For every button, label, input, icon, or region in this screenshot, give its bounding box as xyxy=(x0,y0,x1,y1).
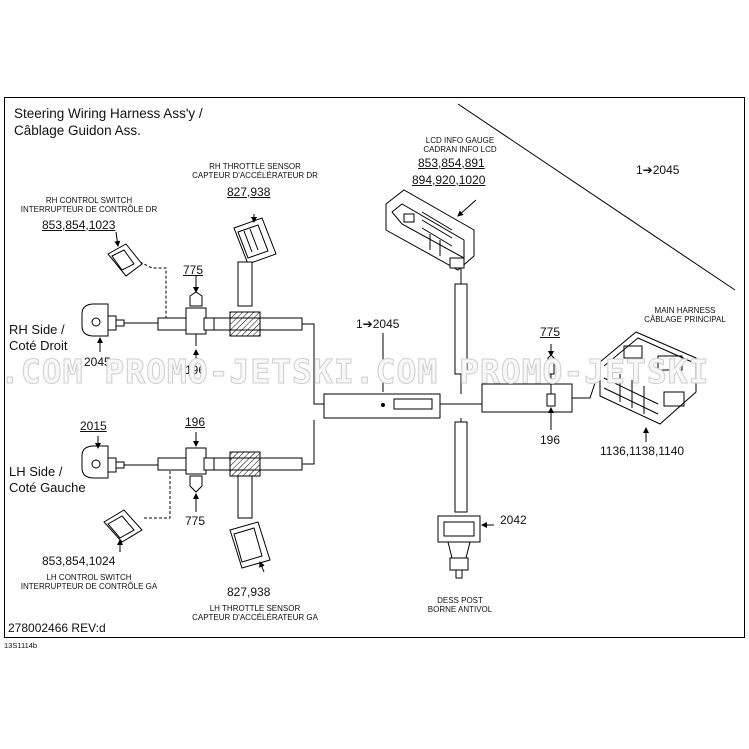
lcd-gauge-cable xyxy=(454,283,468,375)
rh-775-fitting xyxy=(185,276,215,360)
lh-to-center-wire xyxy=(302,420,315,465)
dess-post-unit xyxy=(437,515,494,579)
rh-ref-196: 196 xyxy=(185,363,206,377)
lh-throttle-sensor-part-numbers: 827,938 xyxy=(227,585,271,599)
lh-throttle-sensor-connector xyxy=(229,521,271,573)
right-harness-link xyxy=(572,379,597,399)
rh-end-cap xyxy=(81,303,125,352)
rh-control-switch-label-en: RH CONTROL SWITCH xyxy=(45,196,133,205)
lh-harness-junction xyxy=(229,451,261,477)
center-ref-2045: 1➔2045 xyxy=(356,317,400,331)
diagram-frame xyxy=(4,97,745,638)
dess-post-cable xyxy=(454,421,468,513)
drawing-part-number: 278002466 REV:d xyxy=(8,621,106,635)
center-harness-label-plate xyxy=(393,398,433,410)
lcd-info-gauge-part-numbers-1: 853,854,891 xyxy=(418,156,485,170)
dess-post-label-en: DESS POST xyxy=(437,596,483,605)
lcd-info-gauge-part-numbers-2: 894,920,1020 xyxy=(412,173,486,187)
rh-ref-2045: 2045 xyxy=(84,355,111,369)
lh-control-switch-label-en: LH CONTROL SWITCH xyxy=(46,573,132,582)
lh-control-switch-label-fr: INTERRUPTEUR DE CONTRÔLE GA xyxy=(20,582,158,591)
right-harness-body xyxy=(481,383,573,413)
rh-side-label-fr: Coté Droit xyxy=(9,338,68,353)
lcd-info-gauge-unit xyxy=(385,189,477,271)
rh-ref-775: 775 xyxy=(183,263,204,277)
main-harness-label-fr: CÂBLAGE PRINCIPAL xyxy=(644,315,726,324)
lh-side-label-fr: Coté Gauche xyxy=(9,480,86,495)
rh-harness-junction xyxy=(229,311,261,337)
main-harness-part-numbers: 1136,1138,1140 xyxy=(600,444,685,458)
diagram-title-line2: Câblage Guidon Ass. xyxy=(14,123,141,138)
rh-control-switch-wire xyxy=(139,261,167,318)
lh-fitting xyxy=(185,432,215,512)
lh-control-switch-connector xyxy=(103,509,143,552)
rh-throttle-sensor-connector xyxy=(233,214,277,265)
lh-ref-196: 196 xyxy=(185,415,206,429)
rh-control-switch-connector xyxy=(107,231,143,277)
lh-throttle-sensor-label-en: LH THROTTLE SENSOR xyxy=(209,604,301,613)
main-harness-ref-2045: 1➔2045 xyxy=(636,163,680,177)
main-harness-label-en: MAIN HARNESS xyxy=(654,306,716,315)
main-harness-connector xyxy=(599,331,697,442)
lh-control-switch-wire xyxy=(144,470,171,519)
diagram-title-line1: Steering Wiring Harness Ass'y / xyxy=(14,106,203,121)
rh-throttle-sensor-part-numbers: 827,938 xyxy=(227,185,271,199)
dess-post-label-fr: BORNE ANTIVOL xyxy=(427,605,493,614)
center-ref-dot xyxy=(381,403,385,407)
rh-throttle-cable xyxy=(237,261,253,307)
mh-ref-775: 775 xyxy=(540,325,561,339)
lh-ref-775: 775 xyxy=(185,514,206,528)
lh-control-switch-part-numbers: 853,854,1024 xyxy=(42,554,116,568)
lh-throttle-sensor-label-fr: CAPTEUR D'ACCÉLÉRATEUR GA xyxy=(192,613,318,622)
lh-ref-2015: 2015 xyxy=(80,419,107,433)
lh-end-cap xyxy=(81,436,125,479)
lh-throttle-cable xyxy=(237,475,253,519)
dess-post-part-number: 2042 xyxy=(500,513,527,527)
rh-control-switch-label-fr: INTERRUPTEUR DE CONTRÔLE DR xyxy=(20,205,158,214)
mh-fitting xyxy=(546,344,556,430)
main-harness-leader-line xyxy=(457,103,736,291)
rh-control-switch-part-numbers: 853,854,1023 xyxy=(42,218,116,232)
lh-side-label-en: LH Side / xyxy=(9,464,63,479)
lcd-info-gauge-label-fr: CADRAN INFO LCD xyxy=(423,145,497,154)
rh-to-center-wire xyxy=(302,323,324,405)
rh-throttle-sensor-label-fr: CAPTEUR D'ACCÉLÉRATEUR DR xyxy=(192,171,318,180)
rh-side-label-en: RH Side / xyxy=(9,322,65,337)
rh-throttle-sensor-label-en: RH THROTTLE SENSOR xyxy=(209,162,301,171)
lcd-info-gauge-label-en: LCD INFO GAUGE xyxy=(425,136,495,145)
drawing-code: 13S1114b xyxy=(4,641,38,650)
mh-ref-196: 196 xyxy=(540,433,561,447)
